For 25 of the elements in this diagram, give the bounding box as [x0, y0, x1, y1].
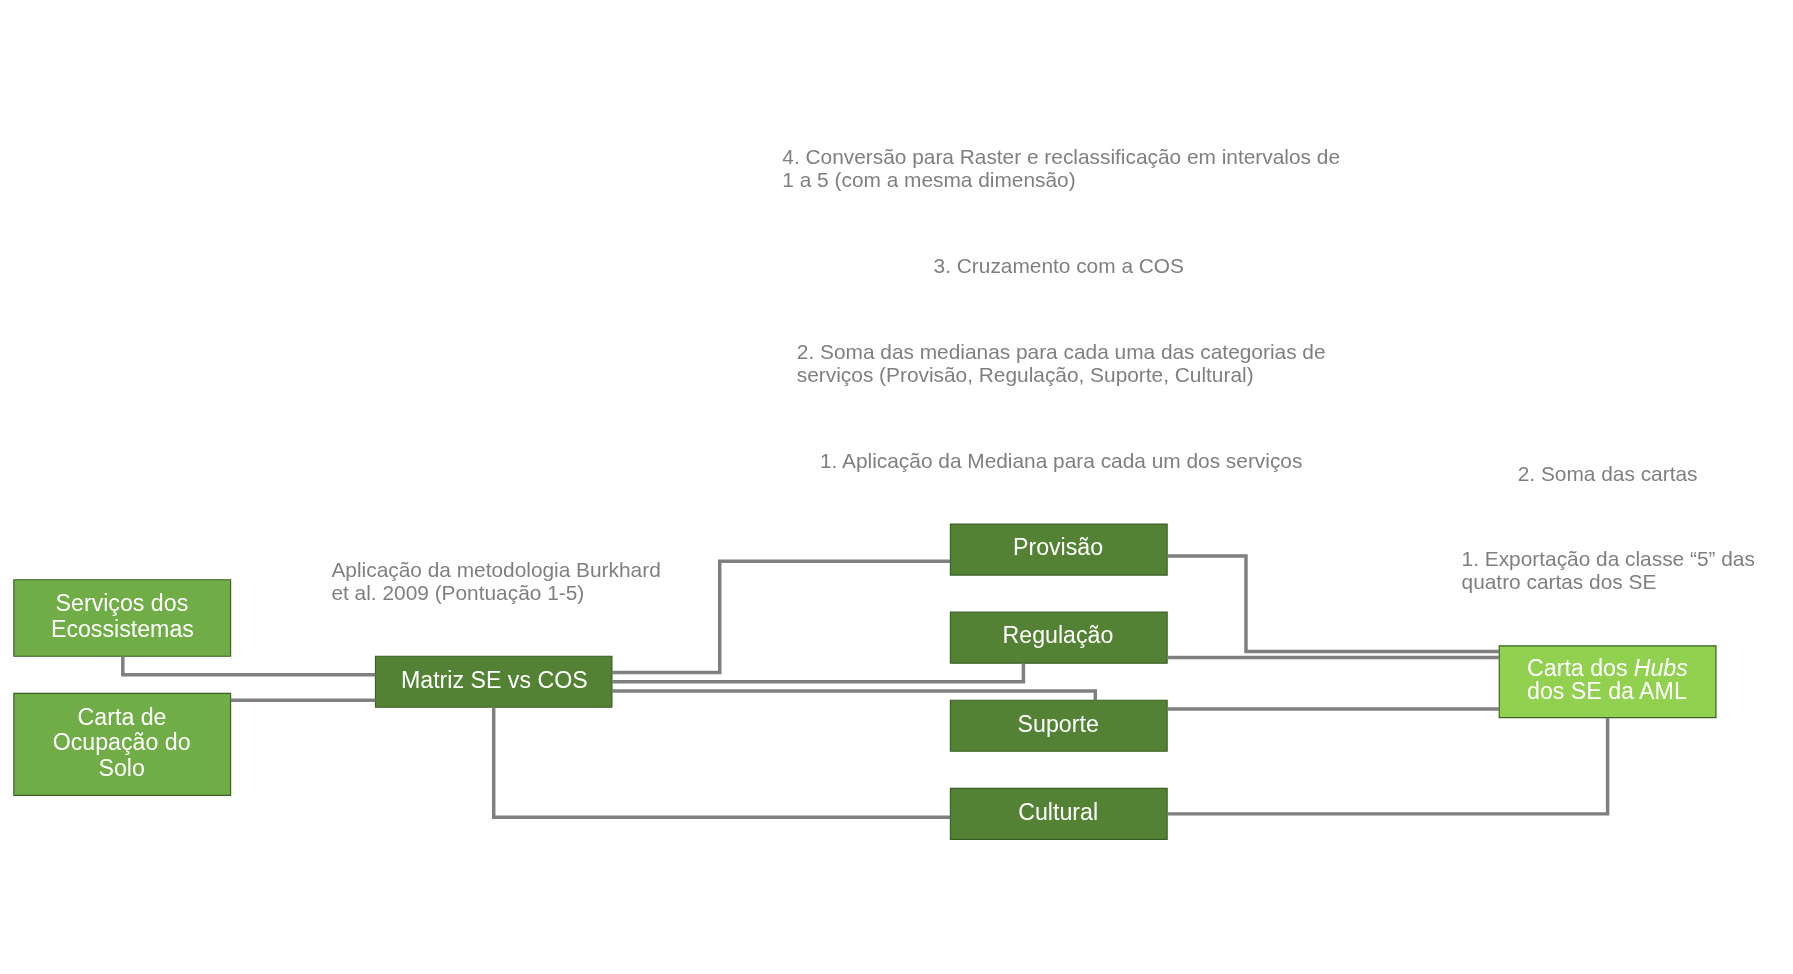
- label: 4. Conversão para Raster e reclassificação em intervalos de 1 a 5 (com a mesma dimensão): [782, 145, 1341, 192]
- connector: [1167, 655, 1499, 660]
- node-box: Regulação: [949, 611, 1168, 664]
- connector: [1167, 707, 1499, 711]
- node-box: Matriz SE vs COS: [374, 655, 613, 708]
- label: 2. Soma das medianas para cada uma das categorias de serviços (Provisão, Regulação, Suporte, Cultural): [796, 339, 1326, 386]
- node-box: Suporte: [949, 699, 1168, 752]
- node-box: Serviços dos Ecossistemas: [13, 579, 232, 657]
- connector: [612, 689, 1097, 701]
- connector: [612, 559, 951, 675]
- label: 1. Exportação da classe “5” das quatro cartas dos SE: [1461, 547, 1755, 594]
- connector: [230, 698, 376, 702]
- label: Aplicação da metodologia Burkhard et al. 2009 (Pontuação 1-5): [331, 557, 661, 604]
- node-box: Carta de Ocupação do Solo: [13, 692, 232, 796]
- label: 1. Aplicação da Mediana para cada um dos serviços: [820, 448, 1303, 472]
- label: 3. Cruzamento com a COS: [933, 254, 1184, 278]
- connector: [612, 663, 1026, 684]
- connector: [1167, 554, 1500, 654]
- connector: [1167, 717, 1610, 816]
- node-box: Provisão: [949, 523, 1168, 576]
- node-box: Cultural: [949, 787, 1168, 840]
- label: 2. Soma das cartas: [1517, 461, 1698, 485]
- connector: [492, 707, 951, 820]
- connector: [121, 656, 376, 677]
- node-box: Carta dos Hubs dos SE da AML: [1498, 645, 1717, 719]
